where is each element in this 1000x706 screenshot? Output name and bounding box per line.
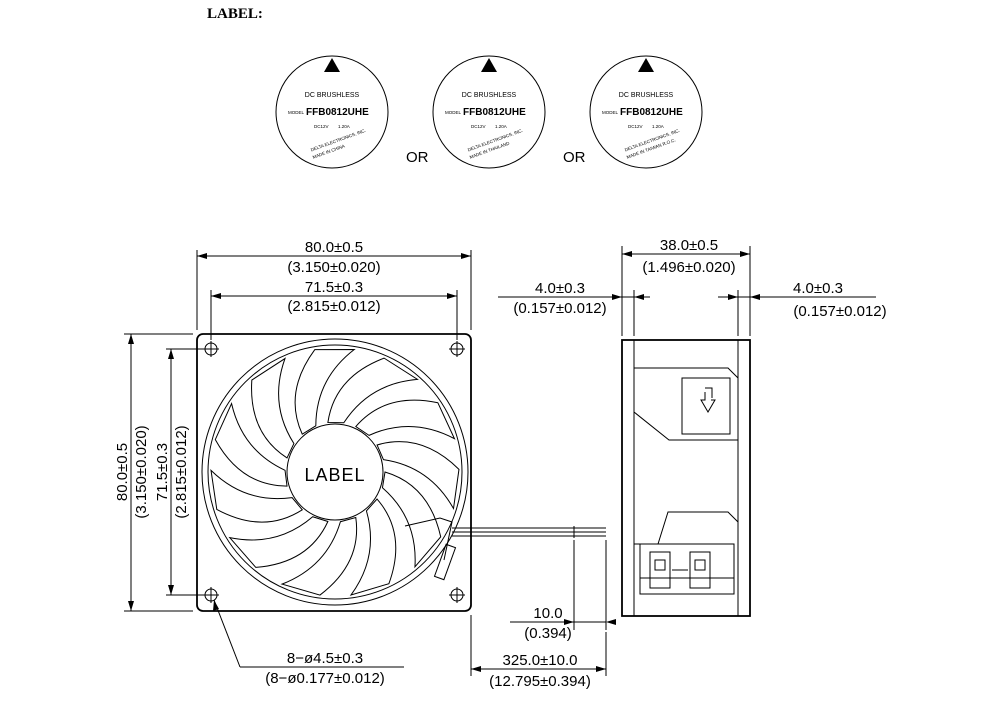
fan-blade bbox=[349, 498, 397, 596]
height-mm-text: 80.0±0.5 bbox=[114, 443, 131, 501]
hole-pitch-mm-text: 71.5±0.3 bbox=[305, 279, 363, 296]
delta-logo-icon bbox=[481, 58, 497, 72]
label-voltage-text: DC12V bbox=[471, 124, 486, 129]
fan-blade bbox=[294, 349, 356, 435]
strip-mm-text: 10.0 bbox=[533, 605, 562, 622]
fan-shroud-inner-circle bbox=[207, 344, 463, 600]
front-dimensions: 80.0±0.5 (3.150±0.020) 71.5±0.3 (2.815±0… bbox=[114, 239, 616, 690]
flange-right-in-text: (0.157±0.012) bbox=[793, 303, 886, 320]
label-current-text: 1.20A bbox=[338, 124, 350, 129]
label-series-text: DC BRUSHLESS bbox=[462, 92, 517, 99]
strip-in-text: (0.394) bbox=[524, 625, 572, 642]
delta-logo-icon bbox=[324, 58, 340, 72]
fan-frame-outline bbox=[196, 333, 472, 612]
flange-right-mm-text: 4.0±0.3 bbox=[793, 280, 843, 297]
label-series-text: DC BRUSHLESS bbox=[305, 92, 360, 99]
fan-blade bbox=[210, 468, 304, 523]
or-word: OR bbox=[406, 149, 429, 166]
depth-in-text: (1.496±0.020) bbox=[642, 259, 735, 276]
fan-front-view: LABEL bbox=[196, 333, 606, 612]
fan-blades bbox=[210, 349, 460, 596]
side-upper-body bbox=[633, 367, 739, 441]
label-section-title: LABEL: bbox=[207, 6, 263, 22]
label-voltage-text: DC12V bbox=[314, 124, 329, 129]
fan-blade bbox=[376, 441, 460, 511]
label-current-text: 1.20A bbox=[652, 124, 664, 129]
holes-mm-text: 8−ø4.5±0.3 bbox=[287, 650, 363, 667]
flange-left-in-text: (0.157±0.012) bbox=[513, 300, 606, 317]
label-model-prefix: MODEL bbox=[602, 110, 619, 115]
wire-guide bbox=[404, 517, 453, 561]
label-series-text: DC BRUSHLESS bbox=[619, 92, 674, 99]
vert-pitch-mm-text: 71.5±0.3 bbox=[154, 443, 171, 501]
fan-blade bbox=[381, 471, 442, 569]
label-current-text: 1.20A bbox=[495, 124, 507, 129]
label-model-prefix: MODEL bbox=[445, 110, 462, 115]
width-mm-text: 80.0±0.5 bbox=[305, 239, 363, 256]
label-variant-taiwan: DC BRUSHLESS MODEL FFB0812UHE DC12V 1.20… bbox=[589, 55, 703, 169]
label-model-prefix: MODEL bbox=[288, 110, 305, 115]
wire-clip bbox=[433, 543, 457, 581]
height-in-text: (3.150±0.020) bbox=[133, 425, 150, 518]
hub-label-text: LABEL bbox=[304, 465, 365, 485]
fan-side-view bbox=[621, 339, 751, 617]
lead-in-text: (12.795±0.394) bbox=[489, 673, 591, 690]
label-model-text: FFB0812UHE bbox=[620, 107, 683, 118]
hole-pitch-in-text: (2.815±0.012) bbox=[287, 298, 380, 315]
vert-pitch-in-text: (2.815±0.012) bbox=[173, 425, 190, 518]
depth-mm-text: 38.0±0.5 bbox=[660, 237, 718, 254]
label-voltage-text: DC12V bbox=[628, 124, 643, 129]
fan-blade bbox=[280, 516, 358, 596]
airflow-arrow-icon bbox=[700, 387, 716, 413]
fan-hub bbox=[286, 423, 384, 521]
side-lower-body bbox=[634, 511, 739, 545]
fan-blade bbox=[251, 357, 295, 459]
fan-blade bbox=[228, 516, 329, 568]
holes-in-text: (8−ø0.177±0.012) bbox=[265, 670, 385, 687]
label-variant-china: DC BRUSHLESS MODEL FFB0812UHE DC12V 1.20… bbox=[275, 55, 389, 169]
fan-blade bbox=[355, 399, 456, 440]
fan-blade bbox=[214, 402, 288, 487]
side-connector-block bbox=[639, 543, 735, 595]
fan-shroud-circle bbox=[201, 338, 469, 606]
side-window bbox=[681, 377, 731, 435]
label-model-text: FFB0812UHE bbox=[463, 107, 526, 118]
or-word: OR bbox=[563, 149, 586, 166]
flange-left-mm-text: 4.0±0.3 bbox=[535, 280, 585, 297]
label-model-text: FFB0812UHE bbox=[306, 107, 369, 118]
fan-blade bbox=[327, 357, 419, 424]
width-in-text: (3.150±0.020) bbox=[287, 259, 380, 276]
side-frame-outline bbox=[621, 339, 751, 617]
side-dimensions: 38.0±0.5 (1.496±0.020) 4.0±0.3 (0.157±0.… bbox=[498, 237, 887, 336]
lead-mm-text: 325.0±10.0 bbox=[503, 652, 578, 669]
delta-logo-icon bbox=[638, 58, 654, 72]
label-variant-thailand: DC BRUSHLESS MODEL FFB0812UHE DC12V 1.20… bbox=[432, 55, 546, 169]
